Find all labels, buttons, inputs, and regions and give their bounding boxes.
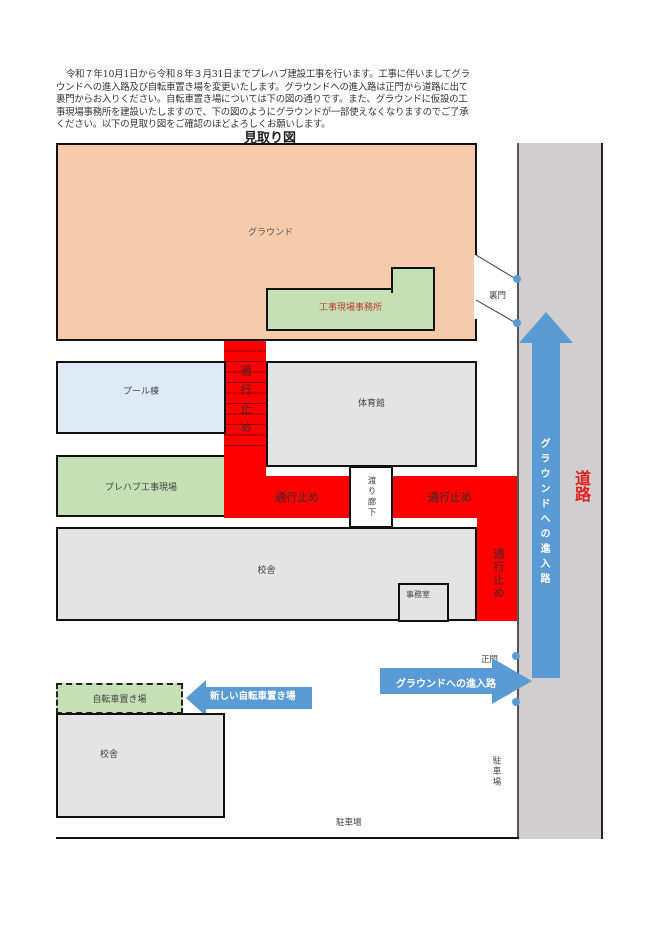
annex-building-label: 校舎 — [100, 750, 119, 760]
vertical-entry-label: グラウンドへの進入路 — [538, 438, 549, 588]
map-title: 見取り図 — [243, 131, 296, 146]
new-bicycle-parking-arrow — [186, 680, 312, 716]
blocked-label-vertical-left: 通行止め — [239, 365, 252, 441]
bicycle-parking-label: 自転車置き場 — [92, 695, 147, 705]
back-gate-opening — [474, 255, 480, 319]
back-gate-label: 裏門 — [489, 291, 507, 301]
site-boundary-bottom — [56, 837, 519, 839]
gym-label: 体育館 — [357, 398, 385, 409]
vertical-entry-arrow — [519, 312, 573, 678]
parking-bottom-label: 駐車場 — [336, 818, 362, 828]
new-bicycle-parking-label: 新しい自転車置き場 — [210, 691, 296, 702]
staff-office: 事務室 — [398, 583, 449, 622]
road-label-text: 道路 — [572, 470, 591, 502]
staff-office-label: 事務室 — [406, 590, 430, 599]
parking-vertical-label: 駐車場 — [491, 756, 501, 788]
intro-paragraph: 令和７年10月1日から令和８年３月31日までプレハブ建設工事を行います。工事に伴… — [56, 69, 470, 131]
prefab-construction-site: プレハブ工事現場 — [56, 455, 226, 517]
blocked-label-horizontal-left: 通行止め — [275, 491, 319, 504]
horizontal-entry-label: グラウンドへの進入路 — [396, 679, 496, 690]
pool-label: プール棟 — [122, 387, 159, 397]
annex-school-building: 校舎 — [56, 713, 225, 818]
construction-office-label: 工事現場事務所 — [318, 303, 382, 313]
school-building-label: 校舎 — [257, 565, 276, 576]
office-join — [393, 287, 433, 291]
blocked-path-vertical-right — [477, 476, 517, 621]
blocked-label-horizontal-right: 通行止め — [428, 491, 472, 504]
back-gate-post-top — [513, 275, 521, 283]
bicycle-parking: 自転車置き場 — [56, 683, 183, 714]
back-gate-doors — [475, 254, 517, 324]
ground-label: グラウンド — [248, 228, 294, 238]
main-gate-post-top — [512, 652, 520, 660]
horizontal-entry-arrow — [380, 658, 532, 704]
main-gate-label: 正門 — [481, 655, 499, 665]
corridor: 渡り廊下 — [349, 466, 393, 528]
prefab-site-label: プレハブ工事現場 — [104, 482, 177, 493]
blocked-path-horizontal-left: 通行止め — [224, 476, 350, 518]
blocked-path-vertical-left — [224, 341, 266, 458]
pool-building: プール棟 — [56, 361, 226, 434]
gym-building: 体育館 — [266, 361, 477, 467]
main-gate-post-bottom — [512, 698, 520, 706]
road-label: 道路 — [572, 470, 591, 506]
construction-office-base — [266, 288, 435, 331]
corridor-label: 渡り廊下 — [366, 476, 376, 518]
blocked-label-vertical-right: 通行止め — [492, 548, 505, 600]
back-gate-post-bottom — [513, 319, 521, 327]
